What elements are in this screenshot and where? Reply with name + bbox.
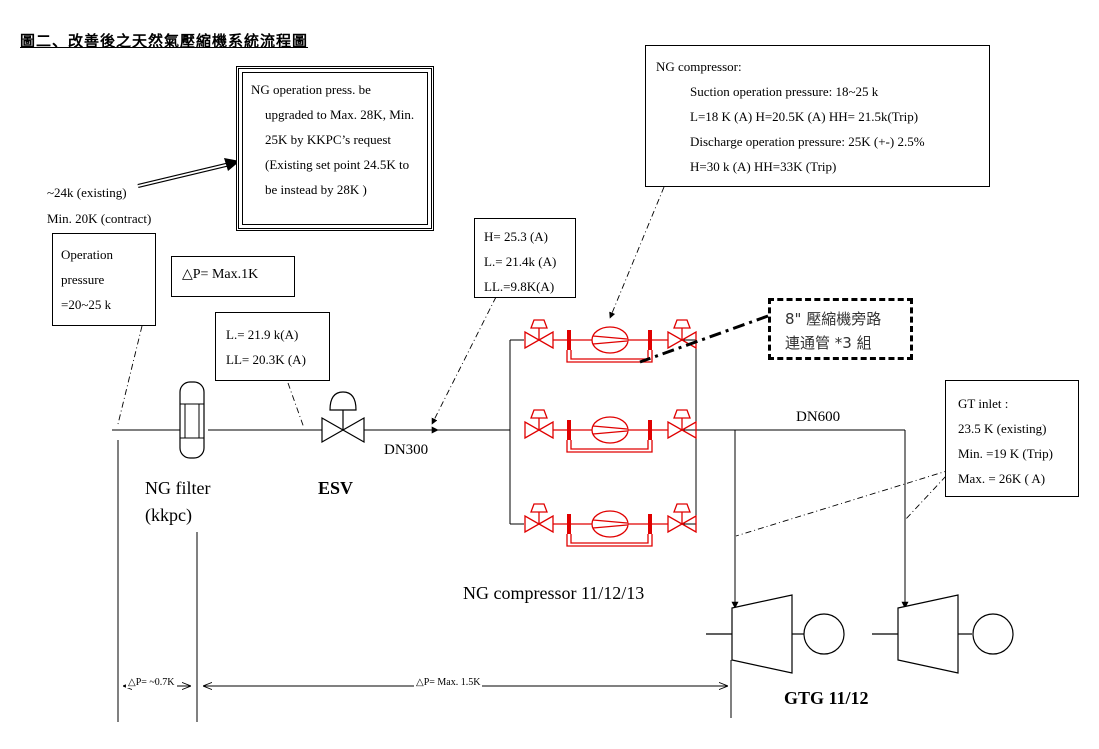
header-alarm-line: LL.=9.8K(A): [484, 279, 555, 294]
upgrade-note-box: NG operation press. be upgraded to Max. …: [236, 66, 434, 231]
compressor-note-box: NG compressor: Suction operation pressur…: [645, 45, 990, 187]
compressor-12: [524, 409, 697, 453]
gt-inlet-line: GT inlet :: [958, 396, 1009, 411]
gtg-12: [872, 594, 1014, 674]
upgrade-note-line: be instead by 28K ): [265, 182, 367, 197]
upgrade-arrow: [137, 158, 240, 188]
filter-dp-label: △P= Max.1K: [182, 267, 259, 282]
gt-inlet-line: 23.5 K (existing): [958, 421, 1047, 436]
upgrade-note-line: NG operation press. be: [251, 82, 371, 97]
bypass-note-line: 連通管 *3 組: [785, 334, 872, 352]
bypass-note-box: 8" 壓縮機旁路 連通管 *3 組: [768, 298, 913, 360]
operation-pressure-box: Operation pressure =20~25 k: [52, 233, 156, 326]
existing-supply-text: ~24k (existing) Min. 20K (contract): [47, 180, 151, 232]
dp-filter-measure-label: △P= ~0.7K: [126, 677, 177, 688]
compressor-group-label: NG compressor 11/12/13: [463, 583, 645, 603]
header-alarm-box: H= 25.3 (A) L.= 21.4k (A) LL.=9.8K(A): [474, 218, 576, 298]
compressor-13: [524, 503, 697, 547]
kkpc-label: (kkpc): [145, 505, 192, 525]
upgrade-note-line: 25K by KKPC’s request: [265, 132, 392, 147]
esv-alarm-line: L.= 21.9 k(A): [226, 327, 299, 342]
existing-supply-line: Min. 20K (contract): [47, 211, 152, 226]
upgrade-note-line: (Existing set point 24.5K to: [265, 157, 410, 172]
gt-inlet-line: Min. =19 K (Trip): [958, 446, 1053, 461]
esv-label: ESV: [318, 478, 354, 498]
esv-alarm-line: LL= 20.3K (A): [226, 352, 306, 367]
gt-inlet-line: Max. = 26K ( A): [958, 471, 1046, 486]
compressor-note-line: L=18 K (A) H=20.5K (A) HH= 21.5k(Trip): [690, 109, 919, 124]
compressor-note-line: Suction operation pressure: 18~25 k: [690, 84, 879, 99]
compressor-note-line: H=30 k (A) HH=33K (Trip): [690, 159, 837, 174]
operation-pressure-line: Operation: [61, 247, 113, 262]
compressor-note-line: Discharge operation pressure: 25K (+-) 2…: [690, 134, 925, 149]
bypass-note-line: 8" 壓縮機旁路: [785, 310, 882, 328]
compressor-11: [524, 319, 697, 363]
dp-total-measure-label: △P= Max. 1.5K: [414, 677, 483, 688]
gt-inlet-box: GT inlet : 23.5 K (existing) Min. =19 K …: [945, 380, 1079, 497]
ng-filter-label: NG filter: [145, 478, 211, 498]
existing-supply-line: ~24k (existing): [47, 185, 127, 200]
bypass-leader: [639, 314, 769, 364]
esv-valve-symbol: [321, 391, 365, 444]
header-alarm-line: H= 25.3 (A): [484, 229, 549, 244]
leader-lines: [117, 186, 951, 537]
page-title: 圖二、改善後之天然氣壓縮機系統流程圖: [20, 32, 309, 50]
main-gas-line: [112, 339, 909, 609]
dn300-label: DN300: [384, 442, 429, 458]
operation-pressure-line: pressure: [61, 272, 105, 287]
operation-pressure-line: =20~25 k: [61, 297, 112, 312]
gtg-label: GTG 11/12: [784, 688, 869, 708]
compressor-note-line: NG compressor:: [656, 59, 742, 74]
filter-dp-box: △P= Max.1K: [171, 256, 295, 297]
gtg-11: [706, 594, 845, 674]
dn600-label: DN600: [796, 409, 841, 425]
header-alarm-line: L.= 21.4k (A): [484, 254, 557, 269]
ng-filter-symbol: [179, 381, 205, 459]
upgrade-note-line: upgraded to Max. 28K, Min.: [265, 107, 415, 122]
esv-alarm-box: L.= 21.9 k(A) LL= 20.3K (A): [215, 312, 330, 381]
